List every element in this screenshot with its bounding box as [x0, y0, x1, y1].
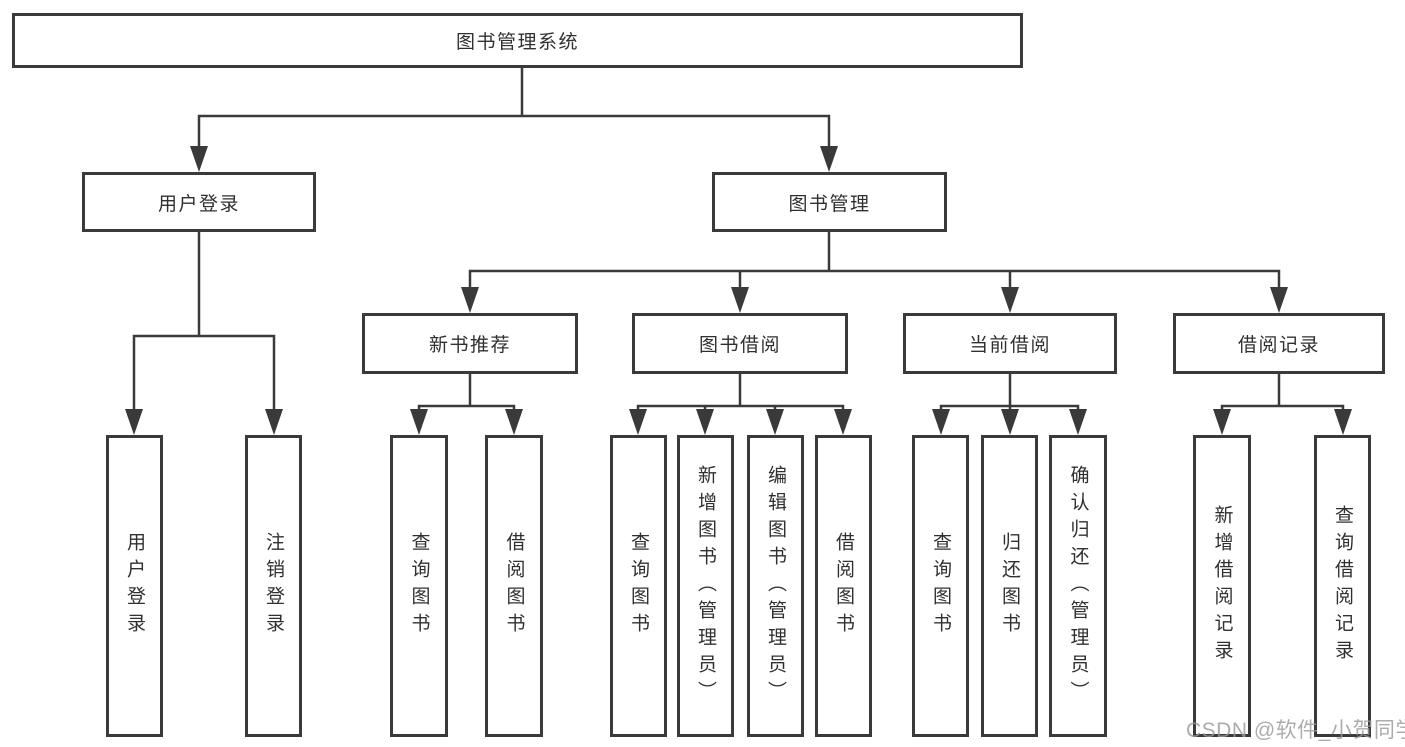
leaf-borrow-books-recommend: 借阅图书: [485, 435, 543, 737]
node-book-management: 图书管理: [712, 172, 947, 232]
leaf-add-books-admin: 新增图书（管理员）: [677, 435, 734, 737]
leaf-confirm-return-admin: 确认归还（管理员）: [1049, 435, 1107, 737]
node-root-library-system: 图书管理系统: [12, 13, 1023, 68]
leaf-borrow-books: 借阅图书: [815, 435, 872, 737]
csdn-watermark: CSDN @软件_小贺同学: [1186, 719, 1405, 742]
leaf-query-books-recommend: 查询图书: [390, 435, 448, 737]
leaf-logout: 注销登录: [245, 435, 302, 737]
leaf-query-books-current: 查询图书: [912, 435, 969, 737]
node-new-book-recommend: 新书推荐: [362, 313, 578, 374]
leaf-query-borrow-record: 查询借阅记录: [1314, 435, 1371, 737]
leaf-add-borrow-record: 新增借阅记录: [1193, 435, 1251, 737]
node-book-borrowing: 图书借阅: [632, 313, 848, 374]
arrowheads: [125, 146, 1352, 435]
leaf-query-books-borrowing: 查询图书: [610, 435, 667, 737]
node-current-borrowing: 当前借阅: [903, 313, 1117, 374]
leaf-edit-books-admin: 编辑图书（管理员）: [747, 435, 804, 737]
leaf-user-login: 用户登录: [106, 435, 163, 737]
leaf-return-books: 归还图书: [981, 435, 1038, 737]
node-user-login: 用户登录: [82, 172, 316, 232]
node-borrowing-records: 借阅记录: [1173, 313, 1385, 374]
